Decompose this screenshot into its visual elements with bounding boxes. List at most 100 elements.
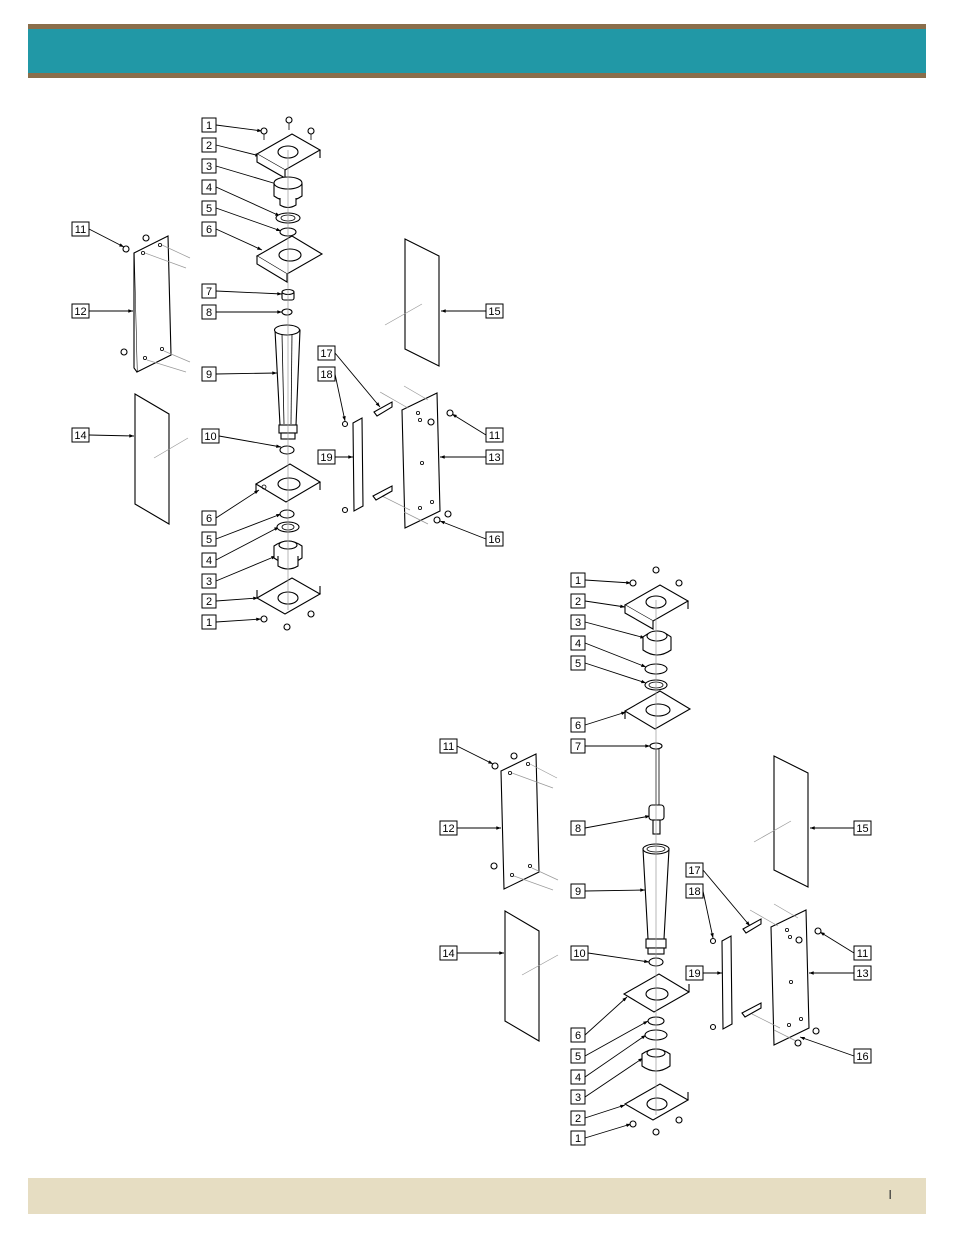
callout-number: 1 [575, 1133, 581, 1145]
side-panel-part [501, 754, 558, 890]
leader-line [216, 598, 258, 601]
leader-arrowhead [441, 309, 446, 312]
callout-number: 11 [443, 741, 454, 753]
callout-d1-6a: 6 [202, 222, 262, 250]
leader-line [216, 125, 262, 131]
fitting-part [643, 631, 671, 655]
callout-d1-19: 19 [318, 450, 353, 464]
leader-line [585, 890, 645, 891]
callout-number: 8 [206, 307, 212, 319]
leader-line [216, 145, 260, 156]
callout-d1-1b: 1 [202, 615, 261, 629]
callout-number: 17 [320, 348, 332, 360]
leader-line [585, 816, 650, 828]
callout-number: 4 [206, 555, 212, 567]
callout-number: 1 [206, 120, 212, 132]
leader-arrowhead [640, 888, 645, 891]
leader-line [585, 1124, 631, 1138]
callout-d1-14: 14 [72, 428, 134, 442]
leader-line [585, 1035, 646, 1077]
callout-number: 19 [320, 452, 332, 464]
leader-arrowhead [272, 371, 277, 374]
leader-arrowhead [496, 826, 501, 829]
leader-line [216, 514, 281, 539]
callout-number: 13 [488, 452, 500, 464]
callout-number: 11 [857, 948, 868, 960]
callout-number: 2 [206, 140, 212, 152]
glass-panel-part [754, 756, 808, 887]
callout-number: 7 [206, 286, 212, 298]
callout-d2-10: 10 [571, 946, 649, 963]
leader-arrowhead [128, 309, 133, 312]
diagram-1-parts [121, 117, 453, 630]
leader-line [585, 643, 646, 667]
callout-number: 9 [206, 369, 212, 381]
bracket-part [625, 691, 690, 729]
leader-line [335, 353, 380, 407]
side-panel-part [134, 236, 190, 372]
leader-line [800, 1037, 854, 1056]
glass-panel-part [135, 394, 188, 524]
callout-d1-11a: 11 [72, 222, 124, 247]
mounting-plate-part [625, 1084, 688, 1120]
callout-d2-11a: 11 [440, 739, 493, 764]
callout-number: 5 [575, 1051, 581, 1063]
callout-number: 10 [204, 431, 216, 443]
callout-number: 16 [856, 1051, 868, 1063]
leader-line [585, 712, 626, 725]
callout-d2-9: 9 [571, 884, 645, 898]
callout-number: 2 [575, 596, 581, 608]
callout-number: 19 [688, 968, 700, 980]
callout-number: 15 [856, 823, 868, 835]
callout-d1-2b: 2 [202, 594, 258, 608]
callout-number: 2 [575, 1113, 581, 1125]
callout-number: 11 [75, 224, 86, 236]
callout-d2-11b: 11 [820, 932, 871, 960]
callout-d2-6b: 6 [571, 997, 627, 1042]
callout-number: 6 [575, 720, 581, 732]
glass-panel-part [385, 239, 439, 366]
callout-number: 6 [206, 224, 212, 236]
leader-line [216, 490, 259, 518]
leader-line [216, 373, 277, 374]
callout-d1-10: 10 [202, 429, 281, 448]
leader-line [585, 580, 631, 583]
callout-d2-15: 15 [810, 821, 871, 835]
washer-part [280, 510, 294, 518]
callout-number: 18 [688, 886, 700, 898]
leader-line [216, 556, 276, 581]
callout-d2-8: 8 [571, 815, 650, 835]
footer-bar: I [28, 1178, 926, 1214]
leader-arrowhead [643, 1021, 648, 1025]
leader-line [585, 1058, 643, 1097]
callout-d1-11b: 11 [452, 414, 503, 442]
callout-number: 4 [575, 638, 581, 650]
leader-arrowhead [256, 618, 261, 621]
leader-line [216, 208, 281, 231]
column-part [275, 325, 301, 439]
callout-d2-7: 7 [571, 739, 650, 753]
callout-number: 5 [206, 203, 212, 215]
callout-number: 12 [74, 306, 86, 318]
leader-line [440, 521, 486, 539]
callout-d1-7: 7 [202, 284, 282, 298]
leader-arrowhead [620, 1105, 625, 1108]
callout-d1-9: 9 [202, 367, 277, 381]
callout-d2-1b: 1 [571, 1124, 631, 1145]
leader-arrowhead [809, 971, 814, 974]
callout-d2-2a: 2 [571, 594, 625, 608]
callout-number: 2 [206, 596, 212, 608]
leader-arrowhead [488, 760, 493, 764]
leader-arrowhead [276, 444, 281, 447]
bracket-part [257, 236, 322, 282]
bracket-part [624, 974, 689, 1012]
leader-arrowhead [641, 664, 646, 667]
callout-d2-19: 19 [686, 966, 722, 980]
callout-number: 14 [442, 948, 454, 960]
callout-number: 1 [206, 617, 212, 629]
leader-line [216, 229, 262, 250]
callout-number: 5 [206, 534, 212, 546]
leader-arrowhead [641, 680, 646, 683]
callout-number: 4 [206, 182, 212, 194]
